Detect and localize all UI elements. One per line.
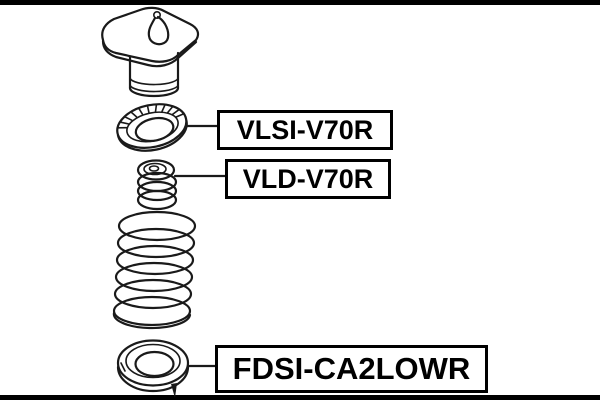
coil-spring-drawing bbox=[112, 210, 197, 330]
part-label-vlsi-v70r: VLSI-V70R bbox=[217, 110, 393, 150]
strut-bearing-drawing bbox=[116, 103, 188, 152]
lower-spring-seat-drawing bbox=[116, 339, 190, 398]
top-frame-bar bbox=[0, 0, 600, 5]
bottom-frame-bar bbox=[0, 395, 600, 400]
strut-mount-drawing bbox=[101, 6, 200, 98]
bump-stop-drawing bbox=[136, 159, 178, 211]
part-label-vld-v70r: VLD-V70R bbox=[225, 159, 391, 199]
bearing-serration-marks bbox=[116, 103, 185, 129]
part-label-fdsi-ca2lowr: FDSI-CA2LOWR bbox=[215, 345, 488, 393]
seat-pin bbox=[171, 383, 177, 398]
